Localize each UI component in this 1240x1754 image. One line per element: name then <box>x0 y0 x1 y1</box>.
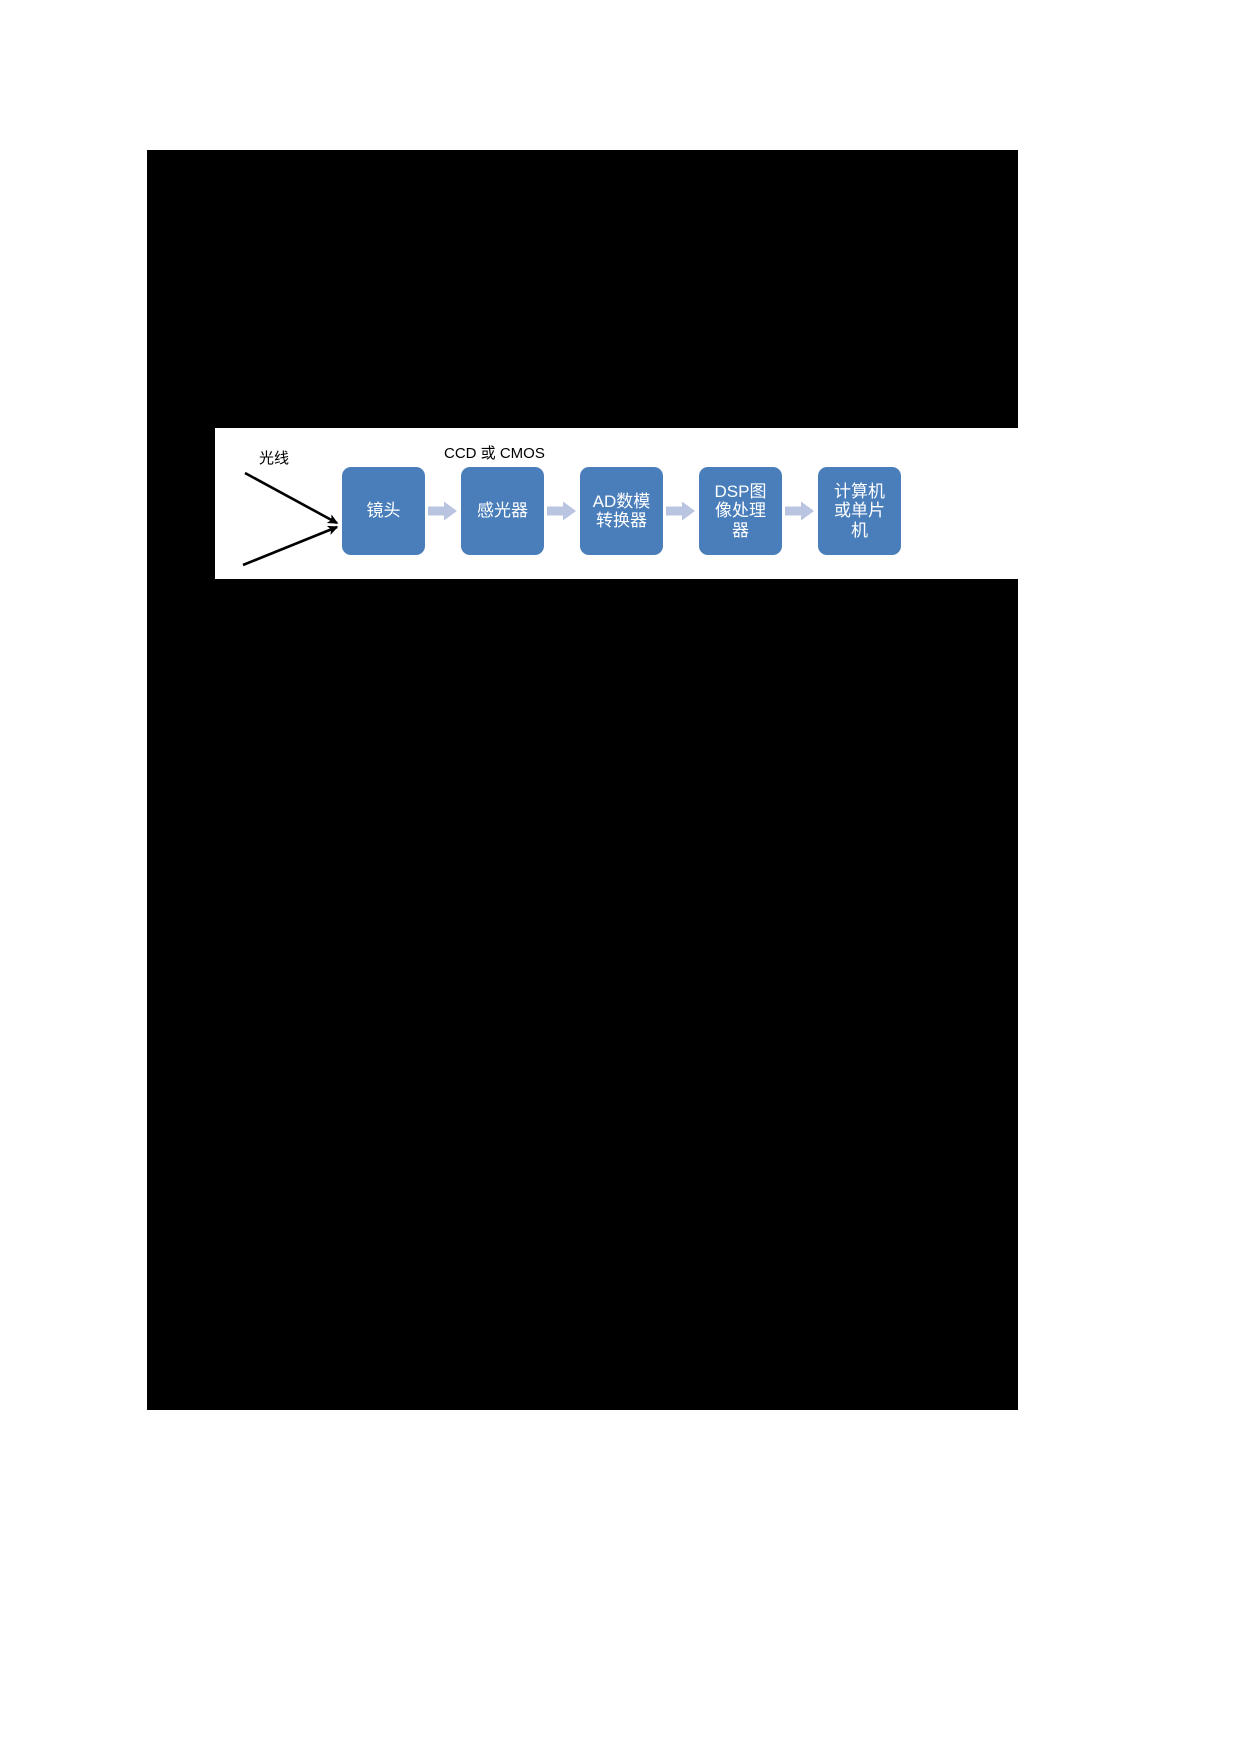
right-arrow-icon <box>785 501 814 521</box>
process-box-lens-line-1: 镜头 <box>366 501 401 521</box>
flow-arrow-lens-to-sensor <box>425 467 461 555</box>
redacted-text-block-bottom <box>147 579 1018 1410</box>
process-box-dsp-line-3: 器 <box>732 520 749 540</box>
process-box-dsp-line-1: DSP图 <box>714 482 767 502</box>
process-box-adc-line-1: AD数模 <box>592 491 651 511</box>
right-arrow-icon <box>666 501 695 521</box>
light-ray-upper <box>244 471 339 525</box>
process-box-computer-line-2: 或单片 <box>834 501 885 521</box>
process-box-lens[interactable]: 镜头 <box>342 467 425 555</box>
process-box-computer-line-3: 机 <box>851 520 868 540</box>
process-box-dsp-line-2: 像处理 <box>715 501 766 521</box>
process-box-sensor-line-1: 感光器 <box>477 501 528 521</box>
right-arrow-icon <box>547 501 576 521</box>
process-box-computer-line-1: 计算机 <box>834 482 885 502</box>
sensor-type-caption: CCD 或 CMOS <box>444 445 545 462</box>
process-flow-row: 镜头 感光器 <box>342 466 901 556</box>
flow-arrow-sensor-to-adc <box>544 467 580 555</box>
light-ray-label: 光线 <box>259 451 290 467</box>
process-box-computer[interactable]: 计算机 或单片 机 <box>818 467 901 555</box>
redacted-text-block-left-margin <box>147 428 215 579</box>
redacted-text-block-top <box>147 150 1018 428</box>
figure-container: 光线 CCD 或 CMOS 镜头 感光器 <box>215 428 1018 579</box>
process-box-adc[interactable]: AD数模 转换器 <box>580 467 663 555</box>
flow-arrow-dsp-to-computer <box>782 467 818 555</box>
process-box-adc-line-2: 转换器 <box>596 511 647 530</box>
process-box-sensor[interactable]: 感光器 <box>461 467 544 555</box>
process-box-dsp[interactable]: DSP图 像处理 器 <box>699 467 782 555</box>
light-ray-lower <box>242 525 339 567</box>
flow-arrow-adc-to-dsp <box>663 467 699 555</box>
camera-imaging-pipeline-diagram: 光线 CCD 或 CMOS 镜头 感光器 <box>215 428 1018 579</box>
right-arrow-icon <box>428 501 457 521</box>
